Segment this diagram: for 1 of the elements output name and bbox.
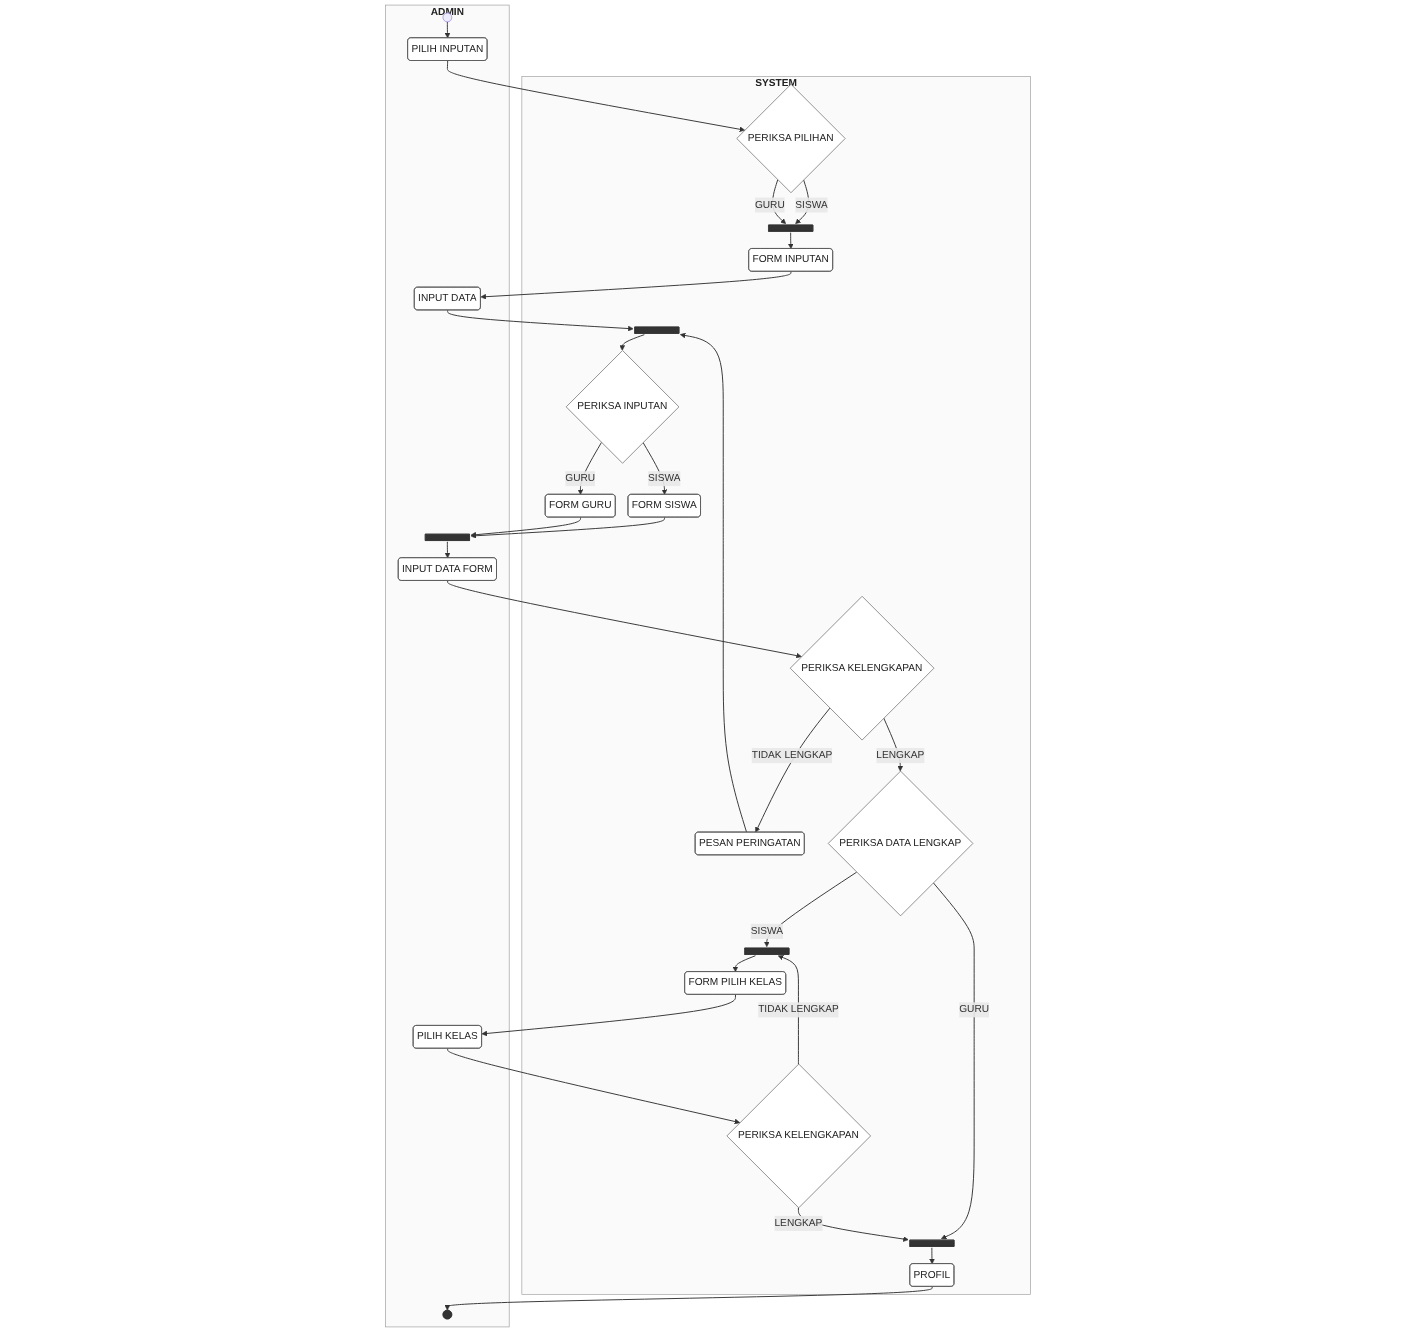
node-circle (442, 12, 453, 23)
